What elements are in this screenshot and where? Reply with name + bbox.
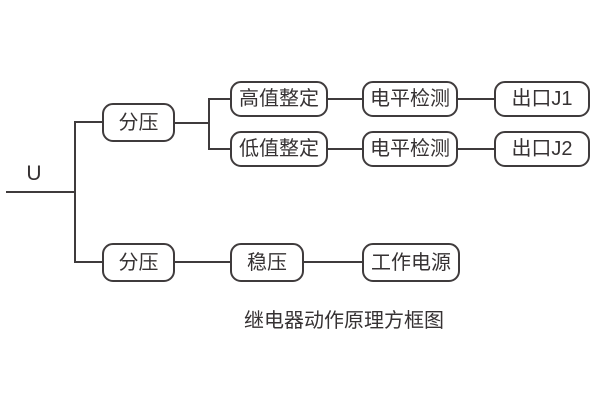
connector-trunk-to-divider-top: [74, 121, 104, 123]
branch-vertical-line: [208, 98, 210, 150]
node-output-j1: 出口J1: [494, 81, 590, 117]
connector-branch-to-high-setting: [208, 98, 232, 100]
connector-detect-to-output-j2: [458, 148, 494, 150]
node-voltage-divider-top: 分压: [102, 103, 175, 142]
connector-regulator-to-power: [304, 261, 362, 263]
connector-high-setting-to-detect: [328, 98, 362, 100]
node-voltage-divider-bottom: 分压: [102, 243, 175, 282]
connector-trunk-to-divider-bottom: [74, 261, 104, 263]
node-output-j2: 出口J2: [494, 131, 590, 167]
node-level-detection-2: 电平检测: [362, 131, 458, 167]
input-voltage-label: U: [26, 162, 42, 185]
connector-low-setting-to-detect: [328, 148, 362, 150]
connector-detect-to-output-j1: [458, 98, 494, 100]
node-high-value-setting: 高值整定: [230, 81, 328, 117]
connector-divider-to-regulator: [175, 261, 230, 263]
node-voltage-regulator: 稳压: [230, 243, 304, 282]
connector-branch-to-low-setting: [208, 148, 232, 150]
connector-divider-to-branch: [175, 122, 210, 124]
input-lead-line: [6, 191, 76, 193]
node-working-power-supply: 工作电源: [362, 243, 460, 282]
diagram-caption: 继电器动作原理方框图: [244, 310, 444, 332]
node-low-value-setting: 低值整定: [230, 131, 328, 167]
trunk-vertical-line: [74, 122, 76, 263]
node-level-detection-1: 电平检测: [362, 81, 458, 117]
